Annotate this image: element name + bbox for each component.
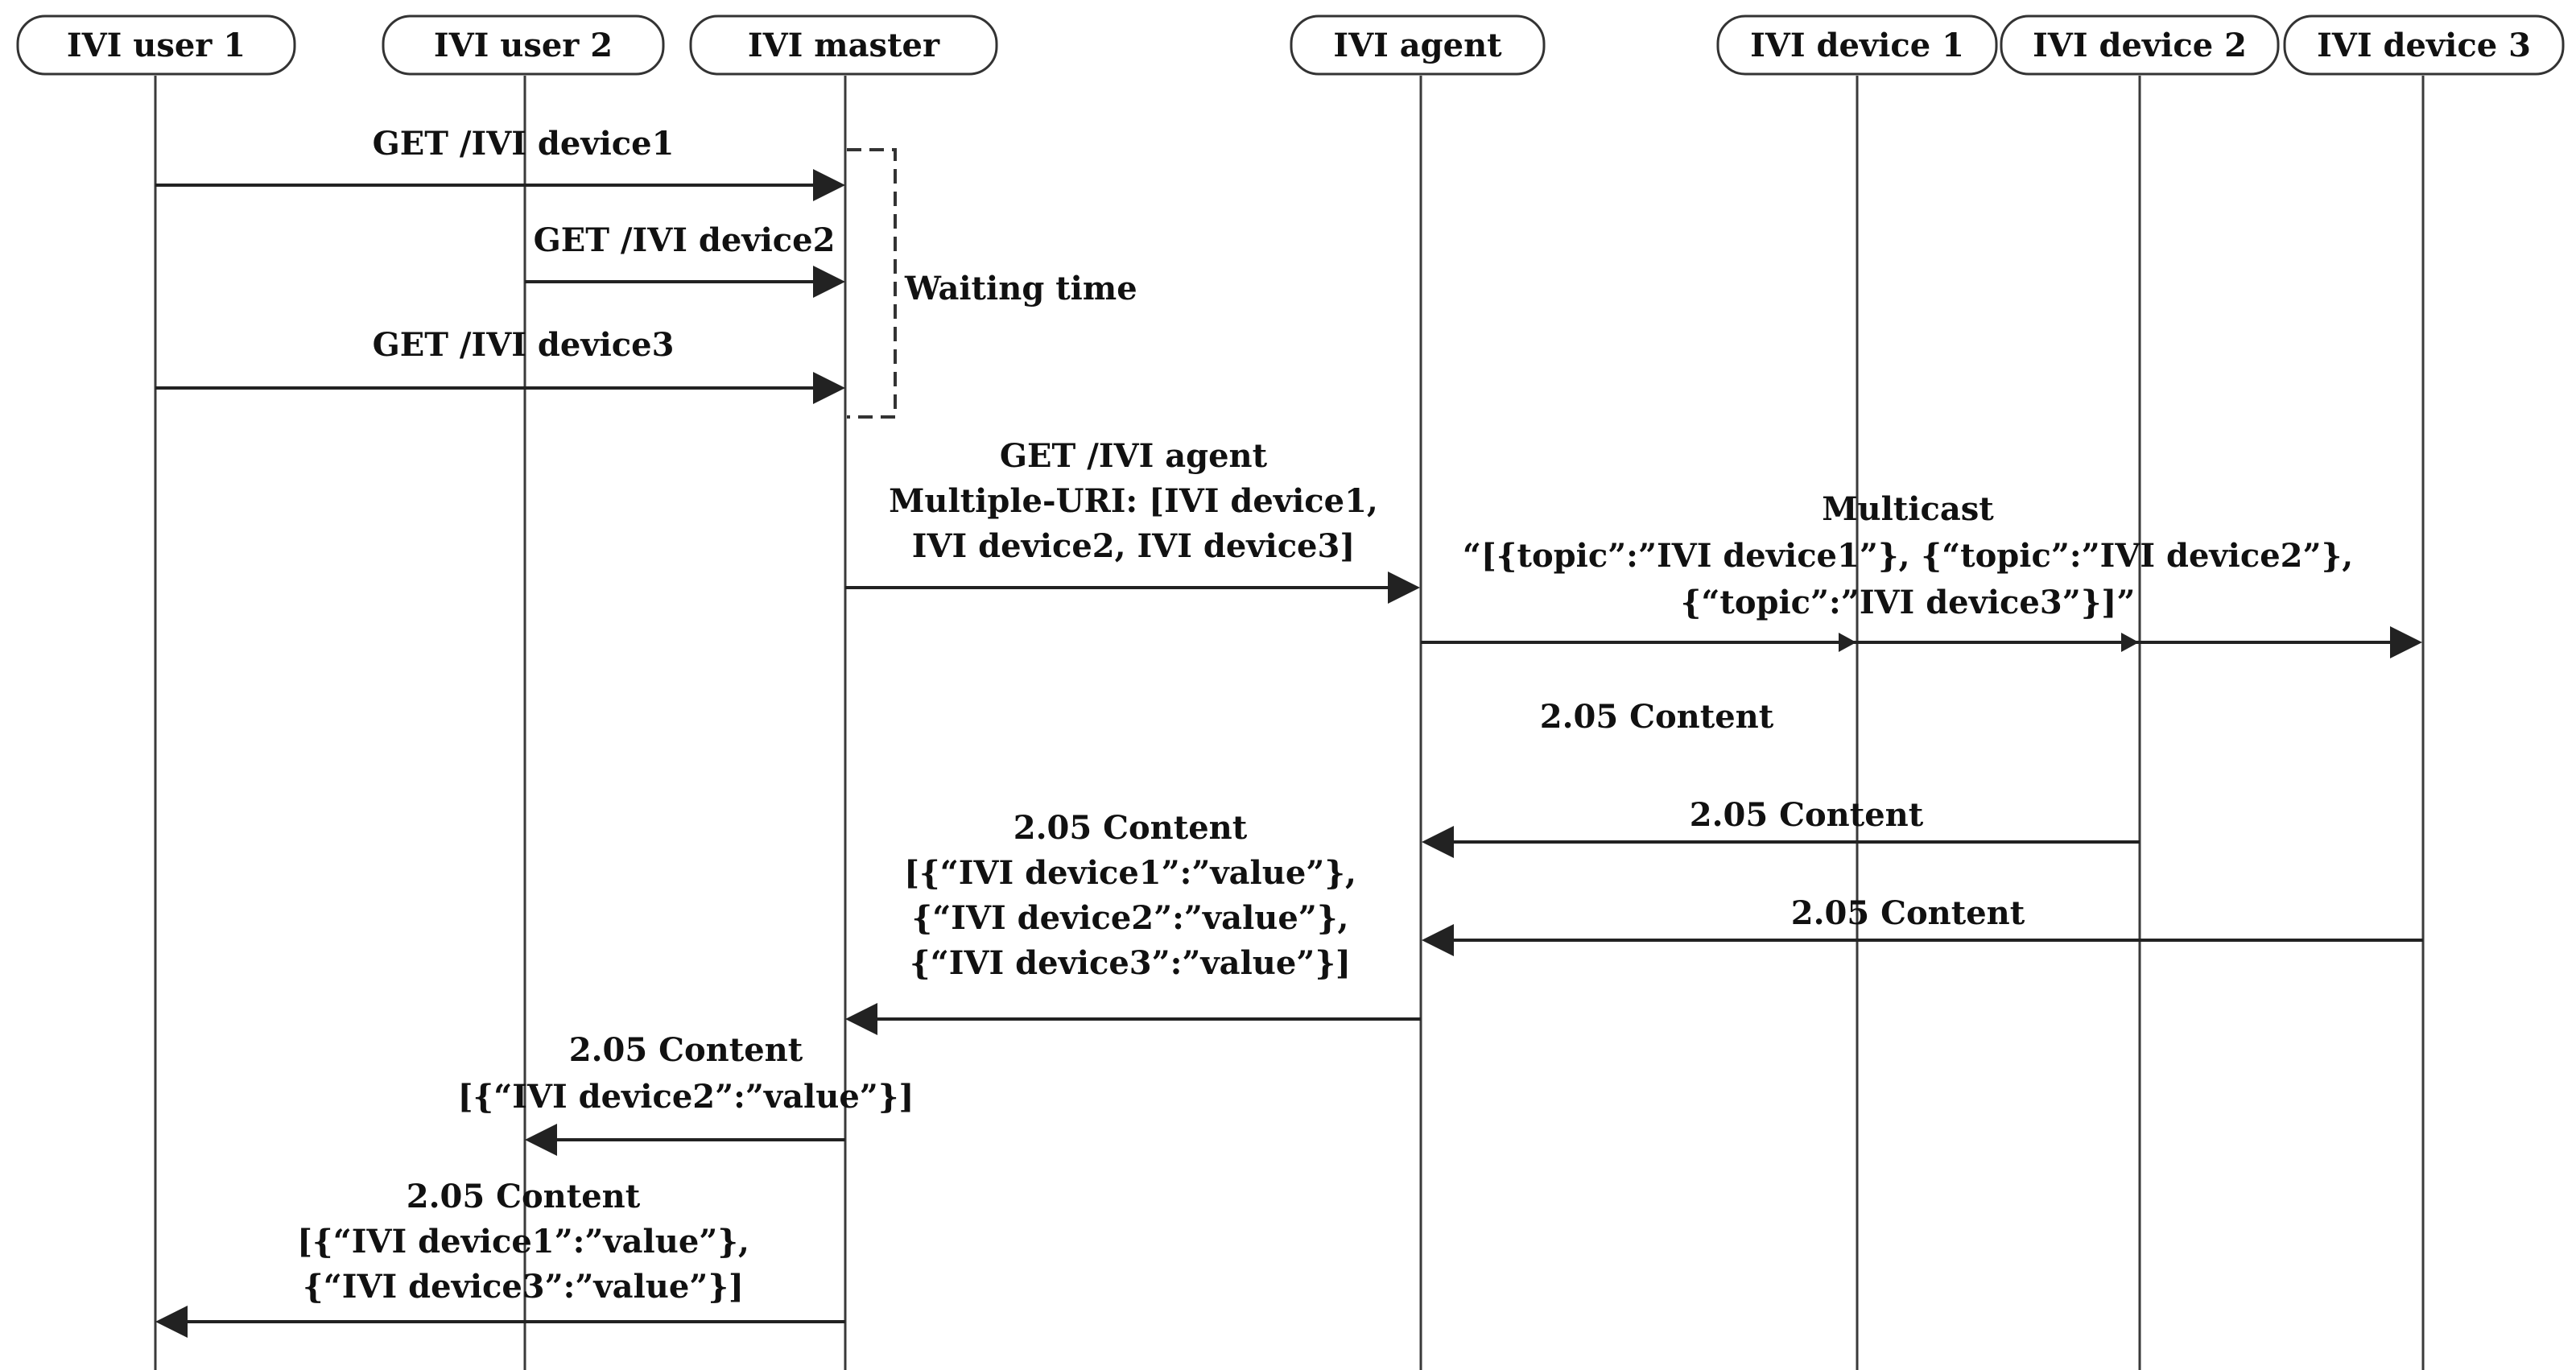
message-get-agent-multiple-uri: GET /IVI agent Multiple-URI: [IVI device… <box>845 437 1420 604</box>
message-label-line: [{“IVI device1”:”value”}, <box>297 1223 749 1261</box>
message-label: GET /IVI device3 <box>373 326 675 364</box>
message-label-line: {“IVI device3”:”value”}] <box>910 944 1351 982</box>
message-label-line: {“IVI device2”:”value”}, <box>912 899 1349 937</box>
message-label: GET /IVI device2 <box>534 221 836 259</box>
message-content-aggregated: 2.05 Content [{“IVI device1”:”value”}, {… <box>845 809 1421 1035</box>
message-label: GET /IVI device1 <box>373 125 675 163</box>
message-label-line: IVI device2, IVI device3] <box>912 527 1356 565</box>
message-label-line: Multicast <box>1822 490 1994 528</box>
waiting-time-bracket: Waiting time <box>847 148 1137 419</box>
participant-master: IVI master <box>689 14 998 76</box>
participant-label: IVI master <box>748 27 940 64</box>
participant-label: IVI device 1 <box>1750 27 1964 64</box>
message-get-device3: GET /IVI device3 <box>155 326 845 404</box>
message-get-device2: GET /IVI device2 <box>525 221 845 298</box>
participant-label: IVI device 2 <box>2033 27 2247 64</box>
participant-device1: IVI device 1 <box>1716 14 1998 76</box>
waiting-time-label: Waiting time <box>904 270 1137 307</box>
message-content-user1: 2.05 Content [{“IVI device1”:”value”}, {… <box>155 1178 845 1338</box>
message-label-line: {“IVI device3”:”value”}] <box>303 1268 744 1306</box>
message-label-line: 2.05 Content <box>407 1178 641 1215</box>
message-label: 2.05 Content <box>1540 698 1774 736</box>
message-label-line: 2.05 Content <box>569 1031 803 1069</box>
message-label: 2.05 Content <box>1791 894 2025 932</box>
participant-user1: IVI user 1 <box>16 14 296 76</box>
message-content-device1: 2.05 Content <box>1540 698 1774 736</box>
message-get-device1: GET /IVI device1 <box>155 125 845 201</box>
participant-device3: IVI device 3 <box>2283 14 2565 76</box>
message-content-user2: 2.05 Content [{“IVI device2”:”value”}] <box>458 1031 914 1156</box>
message-content-device2: 2.05 Content <box>1422 796 2140 858</box>
message-label: 2.05 Content <box>1690 796 1924 834</box>
message-content-device3: 2.05 Content <box>1422 894 2423 956</box>
participant-agent: IVI agent <box>1290 14 1546 76</box>
participant-label: IVI agent <box>1333 27 1502 64</box>
message-multicast: Multicast “[{topic”:”IVI device1”}, {“to… <box>1421 490 2422 658</box>
message-label-line: GET /IVI agent <box>1000 437 1268 475</box>
message-label-line: [{“IVI device1”:”value”}, <box>904 854 1356 892</box>
lifelines <box>154 76 2425 1370</box>
participant-label: IVI user 1 <box>67 27 246 64</box>
message-label-line: [{“IVI device2”:”value”}] <box>458 1078 914 1116</box>
participant-device2: IVI device 2 <box>2000 14 2280 76</box>
participant-label: IVI device 3 <box>2317 27 2531 64</box>
message-label-line: {“topic”:”IVI device3”}]” <box>1681 584 2136 621</box>
message-label-line: 2.05 Content <box>1013 809 1248 847</box>
message-label-line: “[{topic”:”IVI device1”}, {“topic”:”IVI … <box>1463 537 2353 575</box>
participant-label: IVI user 2 <box>434 27 613 64</box>
message-label-line: Multiple-URI: [IVI device1, <box>889 482 1378 520</box>
participant-user2: IVI user 2 <box>382 14 665 76</box>
